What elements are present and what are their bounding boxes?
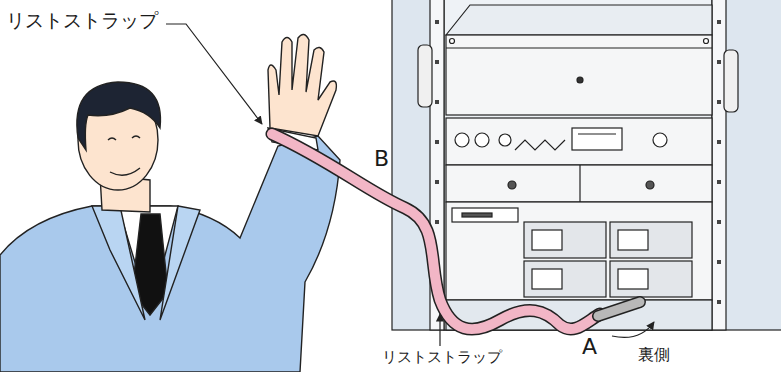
- server-rack: [392, 0, 781, 330]
- leader-lines: [166, 24, 654, 346]
- wrist-strap: [272, 134, 640, 329]
- wrist-strap-label: リストストラップ: [382, 349, 502, 366]
- end-letter: A: [582, 334, 597, 359]
- end-letter: B: [374, 146, 389, 171]
- back-side-label: 裏側: [638, 346, 670, 364]
- person: [0, 34, 340, 372]
- wrist-strap-label: リストストラップ: [6, 10, 158, 32]
